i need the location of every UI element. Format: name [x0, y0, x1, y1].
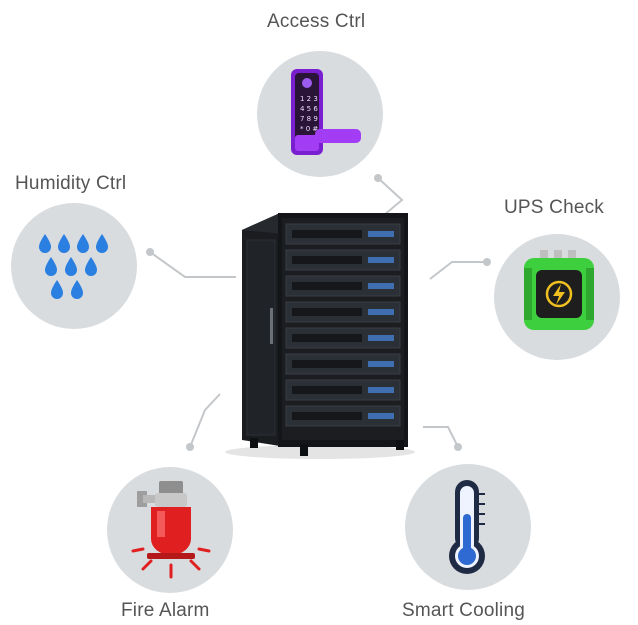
ups-check-label: UPS Check — [504, 197, 605, 218]
connector-ups — [429, 261, 487, 280]
battery-power-icon — [524, 250, 594, 330]
connector-cooling — [423, 426, 459, 448]
thermometer-icon — [449, 480, 485, 574]
keypad-lock-icon: 1 2 3 4 5 6 7 8 9 * 0 # — [291, 69, 361, 155]
server-status-strip — [368, 283, 394, 289]
alarm-siren-icon — [131, 481, 211, 579]
connector-access — [377, 177, 404, 216]
server-status-strip — [368, 361, 394, 367]
fire-alarm-label: Fire Alarm — [121, 600, 210, 621]
fire-alarm-circle — [107, 467, 233, 593]
server-drive-bay — [292, 360, 362, 368]
access-ctrl-circle: 1 2 3 4 5 6 7 8 9 * 0 # — [257, 51, 383, 177]
server-status-strip — [368, 335, 394, 341]
server-drive-bay — [292, 386, 362, 394]
server-status-strip — [368, 231, 394, 237]
connector-fire — [189, 393, 221, 448]
humidity-ctrl-circle — [11, 203, 137, 329]
svg-text:1 2 3: 1 2 3 — [300, 95, 318, 103]
smart-cooling-label: Smart Cooling — [402, 600, 525, 621]
smart-cooling-circle — [405, 464, 531, 590]
svg-text:* 0 #: * 0 # — [300, 125, 318, 133]
ups-check-circle — [494, 234, 620, 360]
svg-text:7 8 9: 7 8 9 — [300, 115, 318, 123]
server-drive-bay — [292, 412, 362, 420]
server-drive-bay — [292, 256, 362, 264]
access-ctrl-label: Access Ctrl — [267, 11, 366, 32]
server-status-strip — [368, 413, 394, 419]
svg-text:4 5 6: 4 5 6 — [300, 105, 318, 113]
server-drive-bay — [292, 334, 362, 342]
server-status-strip — [368, 257, 394, 263]
server-status-strip — [368, 387, 394, 393]
server-drive-bay — [292, 308, 362, 316]
server-status-strip — [368, 309, 394, 315]
server-drive-bay — [292, 282, 362, 290]
server-drive-bay — [292, 230, 362, 238]
connector-humidity — [149, 251, 236, 278]
humidity-ctrl-label: Humidity Ctrl — [15, 173, 127, 194]
